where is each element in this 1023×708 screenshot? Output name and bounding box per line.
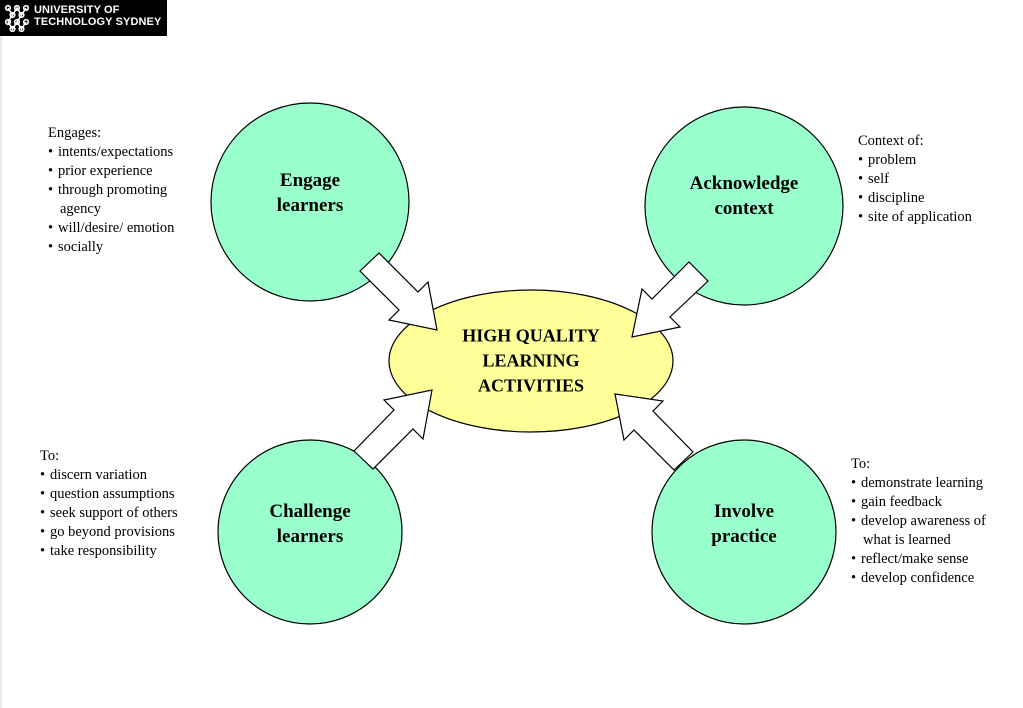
challenge-note: To: discern variation question assumptio… — [40, 447, 178, 561]
list-item: reflect/make sense — [851, 550, 986, 569]
arrow-engage — [359, 252, 438, 331]
challenge-heading: To: — [40, 448, 60, 464]
list-item: will/desire/ emotion — [48, 219, 174, 238]
list-item: discipline — [858, 189, 972, 208]
list-item: discern variation — [40, 466, 178, 485]
involve-label: Involve practice — [711, 501, 777, 547]
list-item: prior experience — [48, 162, 174, 181]
list-item: gain feedback — [851, 493, 986, 512]
arrow-challenge — [353, 389, 433, 470]
list-item: develop confidence — [851, 569, 986, 588]
list-item-continuation: agency — [60, 201, 102, 217]
list-item: seek support of others — [40, 504, 178, 523]
engages-note: Engages: intents/expectations prior expe… — [48, 124, 174, 257]
challenge-circle — [217, 439, 403, 625]
acknowledge-circle — [644, 106, 844, 306]
center-ellipse — [388, 289, 674, 433]
involve-note: To: demonstrate learning gain feedback d… — [851, 455, 986, 588]
logo-mark-icon — [4, 4, 30, 33]
engages-heading: Engages: — [48, 125, 102, 141]
context-note: Context of: problem self discipline site… — [858, 132, 972, 227]
engage-circle — [210, 102, 410, 302]
list-item: demonstrate learning — [851, 474, 986, 493]
list-item: through promoting — [48, 181, 174, 200]
arrow-involve — [614, 393, 694, 471]
list-item: intents/expectations — [48, 143, 174, 162]
list-item: self — [858, 170, 972, 189]
list-item: site of application — [858, 208, 972, 227]
challenge-label: Challenge learners — [269, 501, 351, 547]
involve-circle — [651, 439, 837, 625]
context-heading: Context of: — [858, 133, 924, 149]
list-item: problem — [858, 151, 972, 170]
involve-heading: To: — [851, 456, 871, 472]
list-item: develop awareness of — [851, 512, 986, 531]
arrow-acknowledge — [631, 261, 709, 338]
list-item: question assumptions — [40, 485, 178, 504]
logo-line-1: UNIVERSITY OF — [34, 4, 120, 16]
list-item-continuation: what is learned — [863, 532, 951, 548]
list-item: take responsibility — [40, 542, 178, 561]
university-logo: UNIVERSITY OF TECHNOLOGY SYDNEY — [0, 0, 167, 36]
list-item: socially — [48, 238, 174, 257]
left-border — [0, 0, 2, 708]
logo-line-2: TECHNOLOGY SYDNEY — [34, 16, 162, 28]
acknowledge-label: Acknowledge context — [689, 173, 799, 219]
center-label: HIGH QUALITY LEARNING ACTIVITIES — [462, 325, 600, 396]
engage-label: Engage learners — [276, 170, 344, 216]
list-item: go beyond provisions — [40, 523, 178, 542]
